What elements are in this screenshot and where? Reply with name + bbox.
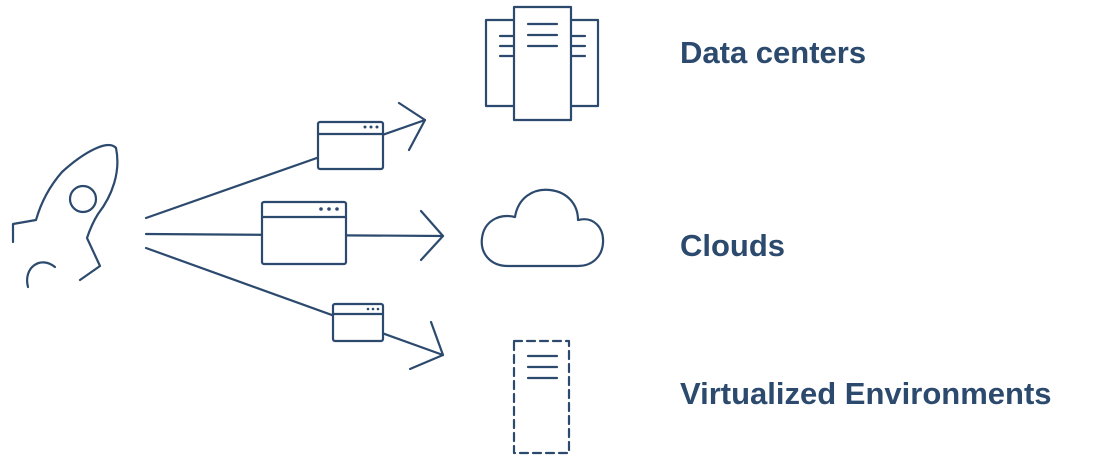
server-rack-icon bbox=[484, 5, 600, 122]
target-label-virtualized-environments: Virtualized Environments bbox=[680, 376, 1052, 411]
target-label-data-centers: Data centers bbox=[680, 35, 867, 70]
target-label-clouds: Clouds bbox=[680, 228, 786, 263]
app-window-icon bbox=[260, 200, 348, 266]
app-window-icon bbox=[316, 120, 385, 171]
app-window-icon bbox=[331, 302, 385, 343]
cloud-icon bbox=[480, 188, 605, 268]
rocket-icon bbox=[11, 144, 119, 289]
virtual-server-icon bbox=[512, 339, 571, 455]
deploy-arrow-bottom bbox=[144, 246, 445, 371]
